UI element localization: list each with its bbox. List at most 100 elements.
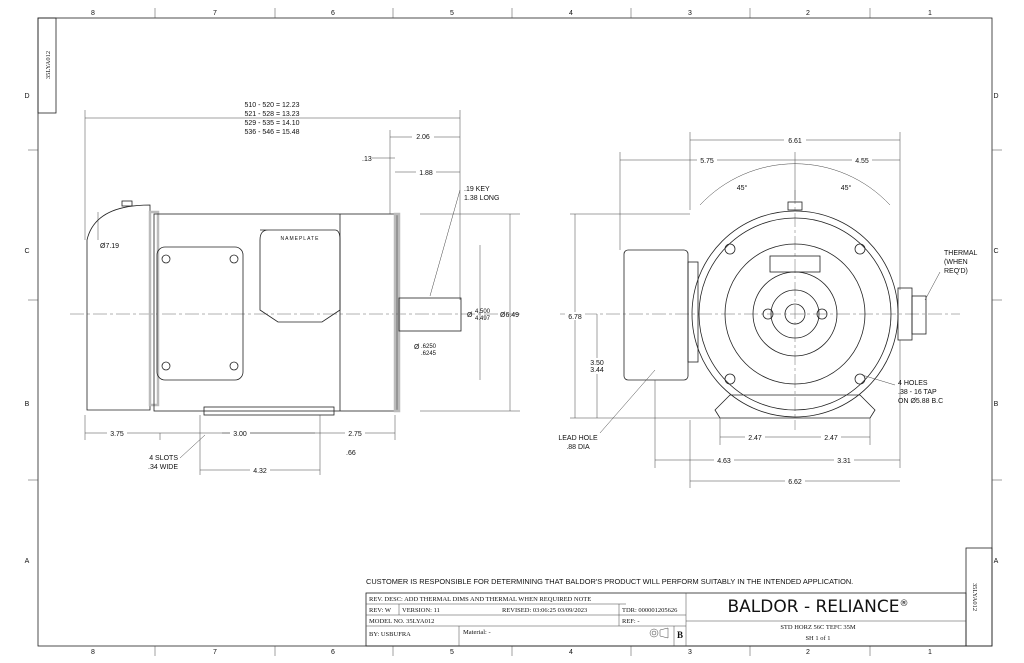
column-labels-top: 8 7 6 5 4 3 2 1 bbox=[91, 10, 932, 17]
model-no: MODEL NO. 35LYA012 bbox=[369, 618, 434, 625]
col-label: 2 bbox=[806, 649, 810, 656]
brand-logo: BALDOR - RELIANCE® bbox=[728, 597, 909, 617]
dim-6245: .6245 bbox=[421, 351, 437, 357]
rev-desc: REV. DESC: ADD THERMAL DIMS AND THERMAL … bbox=[369, 596, 591, 603]
col-label: 7 bbox=[213, 649, 217, 656]
col-label: 3 bbox=[688, 10, 692, 17]
grid-ticks bbox=[28, 8, 1002, 656]
row-label: C bbox=[993, 248, 998, 255]
holes-note: ON Ø5.88 B.C bbox=[898, 398, 943, 405]
side-tab-bottom bbox=[965, 547, 993, 647]
col-label: 1 bbox=[928, 10, 932, 17]
dim-text: 510 - 520 = 12.23 bbox=[244, 102, 299, 109]
thermal-note: (WHEN bbox=[944, 259, 968, 266]
dim-3-50: 3.50 bbox=[590, 360, 604, 367]
dim-6-49: Ø6.49 bbox=[500, 312, 519, 319]
dim-2-47-right: 2.47 bbox=[824, 435, 838, 442]
shaft bbox=[398, 297, 462, 332]
dim-13: .13 bbox=[362, 156, 372, 163]
revised: REVISED: 03:06:25 03/09/2023 bbox=[502, 607, 587, 614]
row-label: A bbox=[25, 558, 30, 565]
dim-3-75: 3.75 bbox=[110, 431, 124, 438]
projection-symbol-icon bbox=[649, 627, 669, 639]
dim-3-31: 3.31 bbox=[837, 458, 851, 465]
conduit-box-end bbox=[623, 249, 689, 381]
col-label: 8 bbox=[91, 649, 95, 656]
title-block bbox=[365, 592, 967, 647]
col-label: 5 bbox=[450, 649, 454, 656]
overall-length-dimension: 510 - 520 = 12.23 521 - 528 = 13.23 529 … bbox=[244, 102, 299, 136]
dim-2-06: 2.06 bbox=[416, 134, 430, 141]
sheet-number: SH 1 of 1 bbox=[805, 635, 830, 642]
col-label: 8 bbox=[91, 10, 95, 17]
key-note: .19 KEY bbox=[464, 186, 490, 193]
lead-hole-note: .88 DIA bbox=[566, 444, 590, 451]
customer-notice: CUSTOMER IS RESPONSIBLE FOR DETERMINING … bbox=[366, 577, 853, 586]
dim-4-32: 4.32 bbox=[253, 468, 267, 475]
dim-text: 529 - 535 = 14.10 bbox=[244, 120, 299, 127]
by: BY: USBUFRA bbox=[369, 631, 411, 638]
sheet-size: B bbox=[677, 630, 683, 640]
col-label: 3 bbox=[688, 649, 692, 656]
dim-2-47-left: 2.47 bbox=[748, 435, 762, 442]
column-labels-bottom: 8 7 6 5 4 3 2 1 bbox=[91, 649, 932, 656]
row-label: C bbox=[24, 248, 29, 255]
dim-5-75: 5.75 bbox=[700, 158, 714, 165]
dim-text: 521 - 528 = 13.23 bbox=[244, 111, 299, 118]
dim-4-55: 4.55 bbox=[855, 158, 869, 165]
dim-2-75: 2.75 bbox=[348, 431, 362, 438]
col-label: 6 bbox=[331, 10, 335, 17]
dim-66: .66 bbox=[346, 450, 356, 457]
col-label: 5 bbox=[450, 10, 454, 17]
drawing-border bbox=[37, 17, 993, 647]
row-label: A bbox=[994, 558, 999, 565]
dim-text: 536 - 546 = 15.48 bbox=[244, 129, 299, 136]
row-label: B bbox=[25, 401, 30, 408]
conduit-box bbox=[156, 246, 244, 381]
row-label: B bbox=[994, 401, 999, 408]
row-label: D bbox=[24, 93, 29, 100]
holes-note: 4 HOLES bbox=[898, 380, 928, 387]
lead-hole-note: LEAD HOLE bbox=[558, 435, 598, 442]
dim-4-63: 4.63 bbox=[717, 458, 731, 465]
end-view bbox=[560, 190, 960, 430]
version: VERSION: 11 bbox=[402, 607, 440, 614]
dim-6250: .6250 bbox=[421, 344, 437, 350]
angle-left: 45° bbox=[737, 184, 748, 192]
dim-1-88: 1.88 bbox=[419, 170, 433, 177]
registered-mark: ® bbox=[899, 599, 908, 609]
row-labels: D C B A D C B A bbox=[24, 93, 998, 565]
side-tab-label: 35LYA012 bbox=[45, 51, 52, 79]
col-label: 7 bbox=[213, 10, 217, 17]
col-label: 2 bbox=[806, 10, 810, 17]
tdr: TDR: 000001205626 bbox=[622, 607, 678, 614]
holes-note: .38 - 16 TAP bbox=[898, 389, 937, 396]
dia-symbol: Ø bbox=[467, 312, 473, 319]
dim-6-61: 6.61 bbox=[788, 138, 802, 145]
mounting-base bbox=[203, 406, 335, 416]
dim-4-500: 4.500 bbox=[475, 309, 491, 315]
brand-name: BALDOR - RELIANCE bbox=[728, 597, 900, 617]
nameplate-label: NAMEPLATE bbox=[281, 236, 320, 242]
dim-6-62: 6.62 bbox=[788, 479, 802, 486]
material: Material: - bbox=[463, 629, 491, 636]
col-label: 4 bbox=[569, 649, 573, 656]
slots-note: 4 SLOTS bbox=[149, 455, 178, 462]
side-tab bbox=[37, 17, 57, 114]
description: STD HORZ 56C TEFC 35M bbox=[780, 624, 856, 631]
dia-symbol: Ø bbox=[414, 344, 420, 351]
dim-3-44: 3.44 bbox=[590, 367, 604, 374]
col-label: 1 bbox=[928, 649, 932, 656]
dim-6-78: 6.78 bbox=[568, 314, 582, 321]
rev: REV: W bbox=[369, 607, 392, 614]
side-tab-bottom-label: 35LYA012 bbox=[971, 583, 978, 611]
dim-3-00: 3.00 bbox=[233, 431, 247, 438]
thermal-note: THERMAL bbox=[944, 250, 978, 257]
key-note: 1.38 LONG bbox=[464, 195, 499, 202]
dim-7-19: Ø7.19 bbox=[100, 243, 119, 250]
ref: REF: - bbox=[622, 618, 640, 625]
side-view-dimensions bbox=[84, 110, 520, 475]
slots-note: .34 WIDE bbox=[148, 464, 178, 471]
angle-right: 45° bbox=[841, 184, 852, 192]
